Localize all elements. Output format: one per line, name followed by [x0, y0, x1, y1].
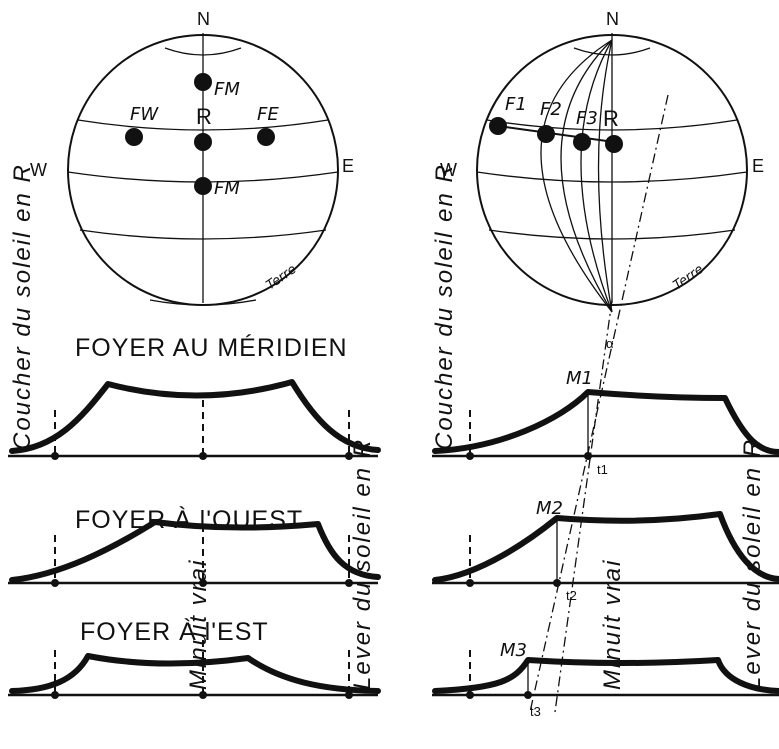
earth-label-right: Terre — [671, 262, 707, 293]
curve-west — [9, 519, 381, 583]
t2-dot — [553, 579, 561, 587]
meridian-arc-4 — [597, 39, 613, 313]
time-t3-label: t3 — [530, 704, 541, 719]
focus-east-dot — [257, 128, 275, 146]
axis-dot — [345, 691, 353, 699]
axis-dot — [345, 452, 353, 460]
meridian-arc-1 — [540, 39, 613, 313]
left-axis-label-right: Coucher du soleil en R — [431, 163, 458, 450]
focus-south-dot — [194, 177, 212, 195]
north-label: N — [197, 9, 210, 29]
center-r-label: R — [196, 104, 212, 129]
time-t2-label: t2 — [566, 588, 577, 603]
north-label-right: N — [606, 9, 619, 29]
focus-west-label: FW — [130, 104, 159, 125]
left-globe: N FM FW R FE FM W E Terre — [30, 9, 354, 306]
equator-parallel-right — [476, 171, 748, 183]
focus-f1-dot — [489, 117, 507, 135]
focus-f3-dot — [573, 133, 591, 151]
title-meridian: FOYER AU MÉRIDIEN — [75, 333, 348, 362]
curve-right-3 — [432, 657, 779, 694]
center-r-dot — [194, 133, 212, 151]
axis-dot — [51, 452, 59, 460]
center-r-dot-right — [605, 135, 623, 153]
bottom-parallel — [149, 299, 257, 306]
focus-f2-label: F2 — [540, 99, 562, 120]
right-graphs: Coucher du soleil en R Lever du soleil e… — [431, 163, 779, 719]
t1-dot — [584, 452, 592, 460]
curve-east — [9, 653, 381, 694]
lower-parallel — [79, 229, 327, 240]
center-r-label-right: R — [603, 106, 619, 131]
polar-cap-parallel — [164, 47, 242, 56]
lower-parallel-right — [488, 229, 736, 240]
upper-parallel — [77, 119, 329, 131]
focus-west-dot — [125, 128, 143, 146]
polar-cap-parallel-right — [573, 47, 651, 56]
globe-outline-right — [476, 34, 748, 306]
axis-dot — [51, 579, 59, 587]
right-globe: N F1 F2 F3 R W E Terre α — [440, 9, 764, 351]
curve-right-2 — [432, 511, 779, 583]
west-label: W — [30, 160, 47, 180]
upper-parallel-right — [486, 119, 738, 131]
axis-dot — [199, 452, 207, 460]
focus-east-label: FE — [257, 104, 279, 125]
axis-dot — [466, 452, 474, 460]
time-t1-label: t1 — [597, 462, 608, 477]
left-axis-label: Coucher du soleil en R — [9, 163, 36, 450]
focus-track — [497, 125, 615, 143]
focus-north-label: FM — [214, 79, 240, 100]
axis-dot — [466, 691, 474, 699]
right-axis-label-right: Lever du soleil en R — [739, 438, 766, 690]
peak-m3-label: M3 — [500, 640, 527, 661]
focus-f3-label: F3 — [576, 108, 598, 129]
focus-north-dot — [194, 73, 212, 91]
center-axis-label: Minuit vrai — [185, 559, 212, 690]
axis-dot — [199, 691, 207, 699]
axis-dot — [466, 579, 474, 587]
earth-label: Terre — [264, 262, 300, 293]
title-east: FOYER À l'EST — [80, 617, 269, 646]
right-axis-label: Lever du soleil en R — [349, 438, 376, 690]
west-label-right: W — [440, 160, 457, 180]
projection-line-b — [554, 299, 613, 713]
peak-m1-label: M1 — [566, 368, 593, 389]
left-graphs: Coucher du soleil en R Lever du soleil e… — [8, 163, 381, 699]
center-axis-label-right: Minuit vrai — [599, 559, 626, 690]
axis-dot — [199, 579, 207, 587]
focus-f1-label: F1 — [505, 94, 527, 115]
curve-right-1 — [432, 389, 779, 455]
meridian-arc-2 — [560, 39, 613, 313]
meridian-arc-3 — [580, 39, 613, 313]
east-label-right: E — [752, 156, 764, 176]
curve-meridian — [9, 379, 381, 454]
axis-dot — [345, 579, 353, 587]
focus-south-label: FM — [214, 178, 240, 199]
east-label: E — [342, 156, 354, 176]
t3-dot — [524, 691, 532, 699]
axis-dot — [51, 691, 59, 699]
peak-m2-label: M2 — [536, 498, 563, 519]
focus-f2-dot — [537, 125, 555, 143]
alpha-label: α — [606, 336, 614, 351]
projection-line-a — [529, 94, 669, 713]
